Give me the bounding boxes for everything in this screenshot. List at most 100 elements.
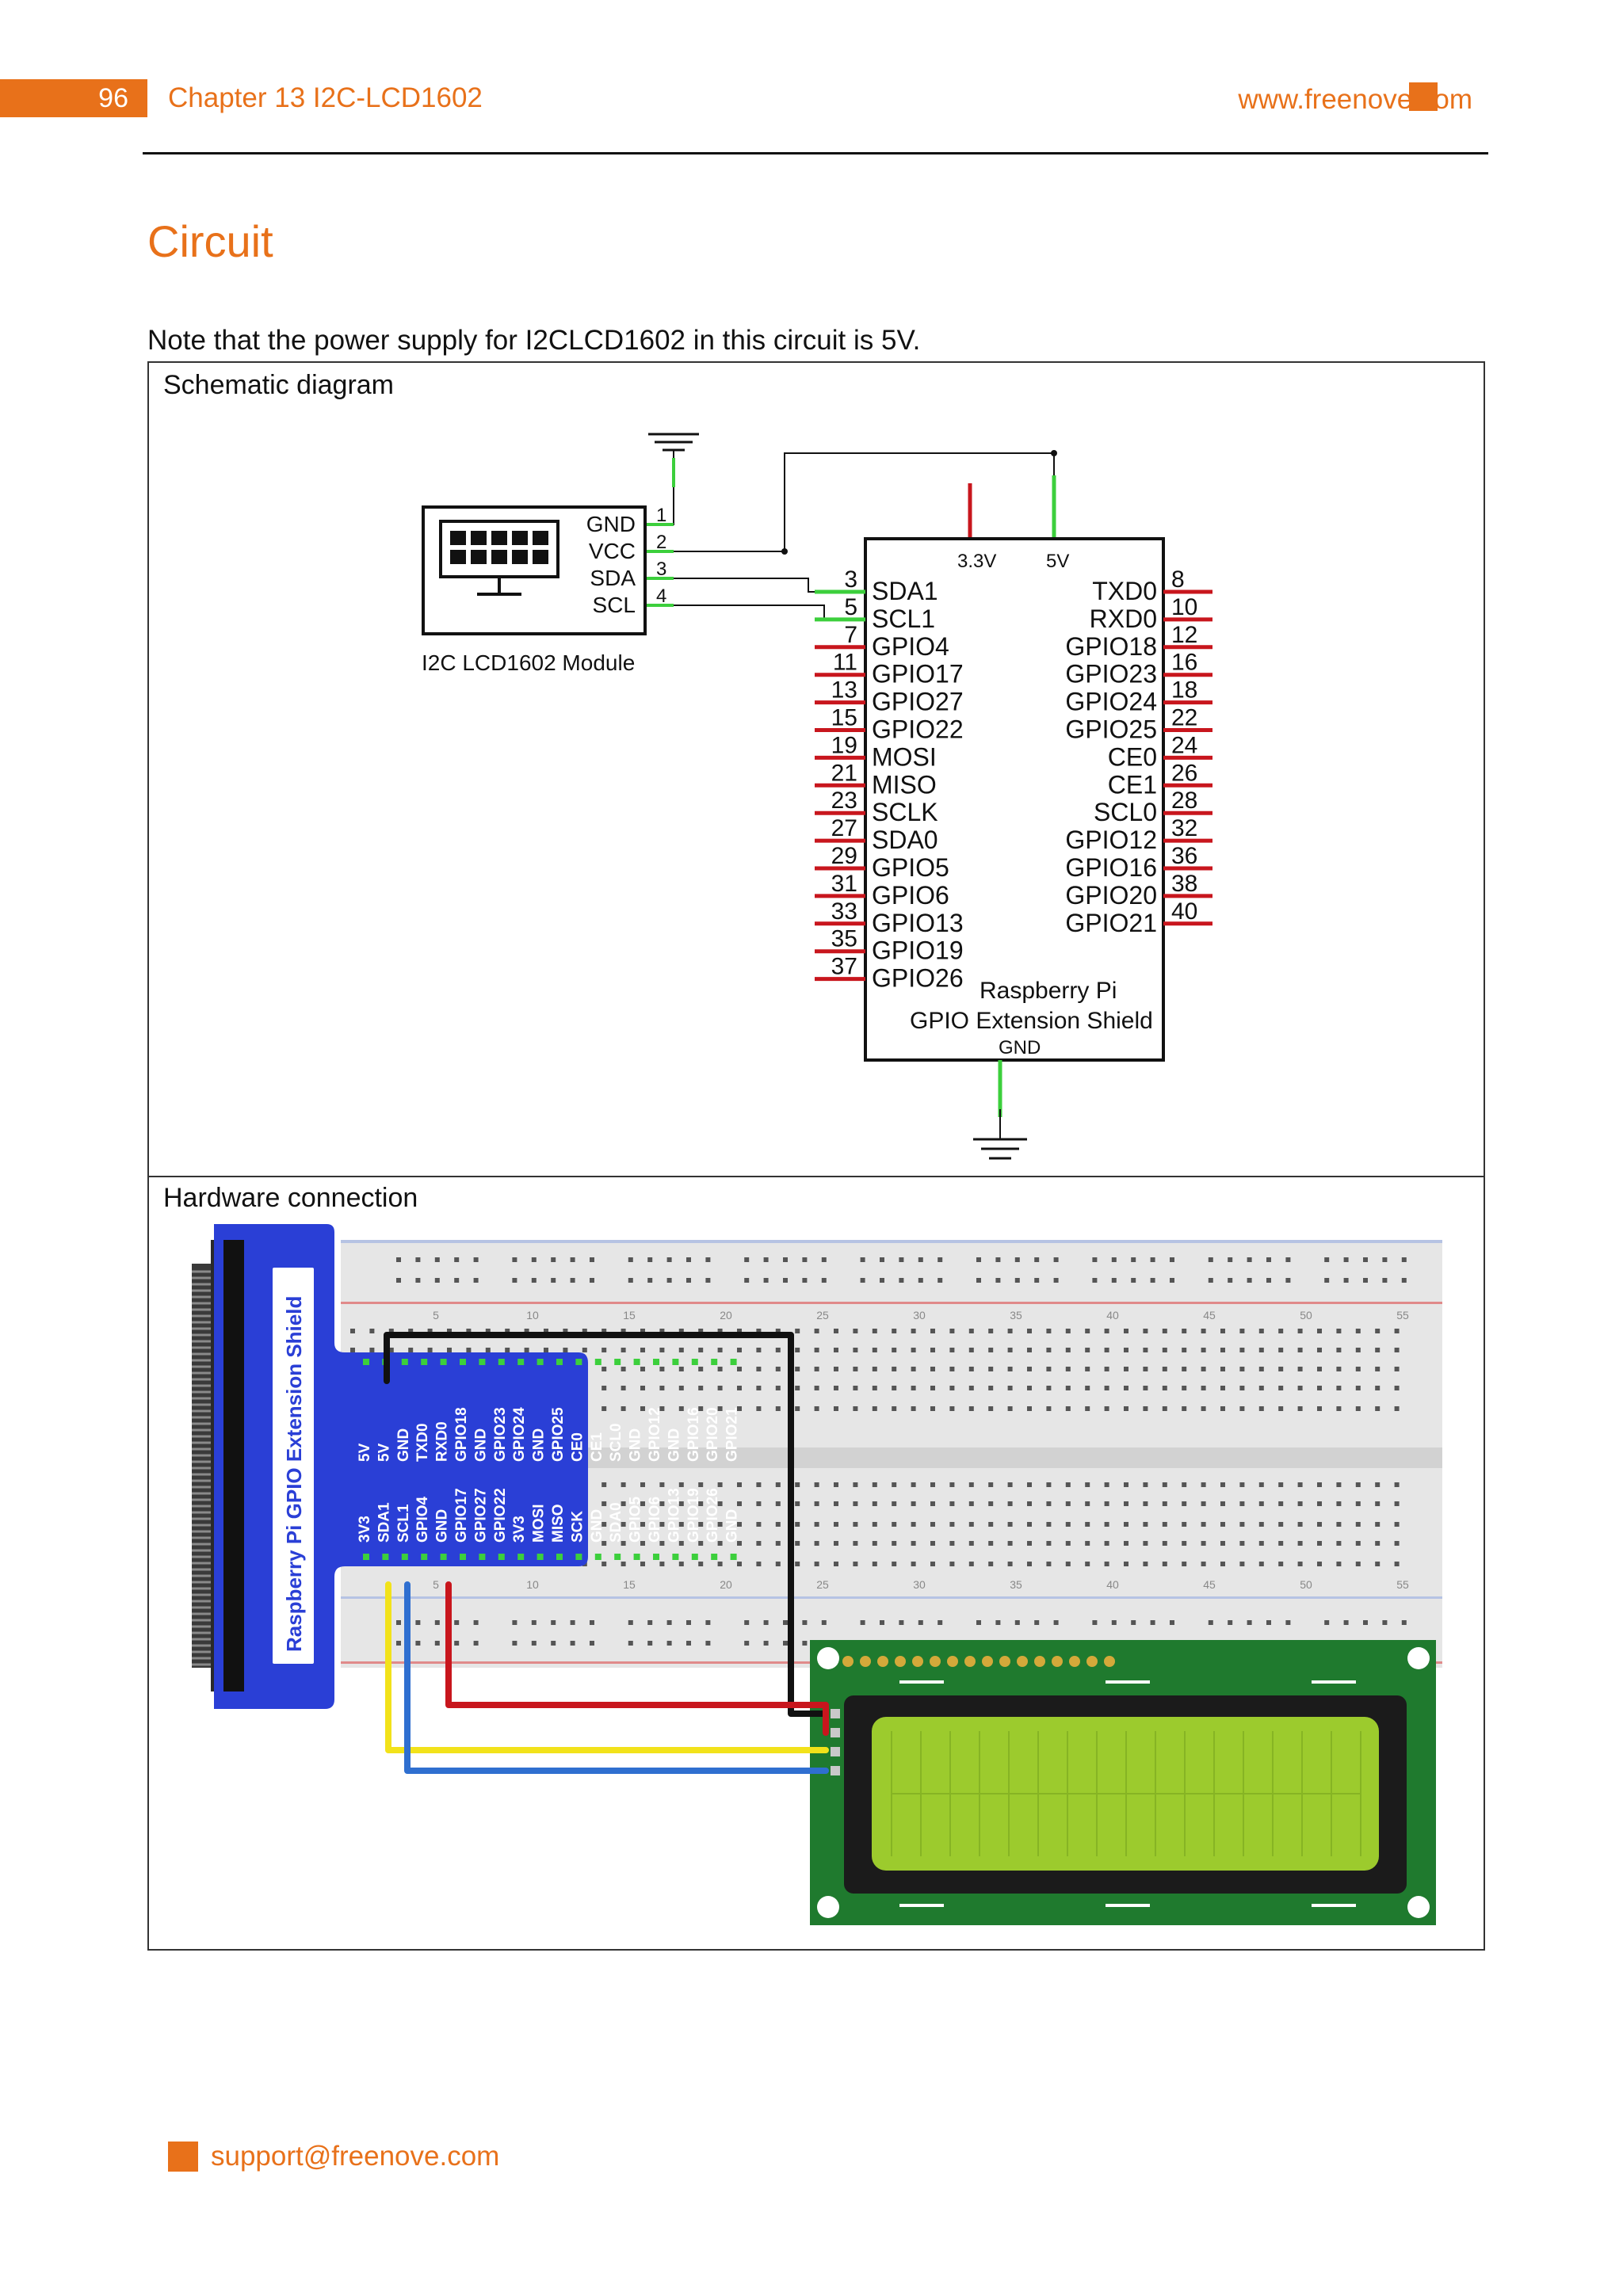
left-pin-number: 5 xyxy=(844,594,857,620)
board-bottom-pin-label: 3V3 xyxy=(357,1516,373,1543)
power-3v3-label: 3.3V xyxy=(957,551,996,572)
column-number: 5 xyxy=(433,1309,439,1322)
board-bottom-pin-label: MISO xyxy=(550,1504,567,1543)
right-pin-number: 12 xyxy=(1171,622,1197,648)
board-bottom-pin-label: SCK xyxy=(569,1511,586,1543)
board-bottom-pin-label: GPIO5 xyxy=(628,1496,644,1543)
left-pin-name: SDA0 xyxy=(872,826,938,854)
wire-yellow xyxy=(385,1581,829,1753)
board-top-pin-label: CE1 xyxy=(589,1432,605,1462)
left-pin-name: SCLK xyxy=(872,798,938,826)
header-divider xyxy=(143,152,1488,154)
support-email-link[interactable]: support@freenove.com xyxy=(211,2141,500,2172)
right-pin-name: GPIO12 xyxy=(1065,826,1157,854)
board-bottom-pin-label: GND xyxy=(589,1509,605,1543)
board-top-pin-label: GPIO21 xyxy=(724,1407,741,1462)
left-pin-name: SDA1 xyxy=(872,577,938,605)
left-pin-name: GPIO22 xyxy=(872,715,964,744)
left-pin-name: GPIO17 xyxy=(872,660,964,688)
board-top-pin-label: TXD0 xyxy=(414,1423,431,1462)
right-pin-name: GPIO23 xyxy=(1065,660,1157,688)
module-pin-name: GND xyxy=(586,512,636,536)
board-bottom-pin-label: SCL1 xyxy=(395,1504,412,1543)
left-pin-name: GPIO19 xyxy=(872,936,964,965)
board-bottom-pin-label: MOSI xyxy=(531,1504,548,1543)
board-top-pin-label: GND xyxy=(666,1428,682,1462)
right-pin-name: GPIO24 xyxy=(1065,688,1157,716)
ground-symbol-top xyxy=(648,433,699,452)
left-pin-name: GPIO26 xyxy=(872,964,964,993)
column-number: 10 xyxy=(526,1309,539,1322)
left-pin-number: 27 xyxy=(831,815,857,841)
board-bottom-pin-label: GPIO6 xyxy=(647,1497,663,1543)
power-note: Note that the power supply for I2CLCD160… xyxy=(147,325,921,356)
board-bottom-pin-label: GPIO26 xyxy=(705,1488,721,1543)
right-pin-name: GPIO18 xyxy=(1065,632,1157,661)
left-pin-number: 23 xyxy=(831,788,857,814)
right-pin-number: 38 xyxy=(1171,871,1197,897)
module-pin-number: 4 xyxy=(656,585,666,607)
left-pin-number: 37 xyxy=(831,954,857,980)
page-number: 96 xyxy=(0,79,147,117)
board-top-pin-label: SCL0 xyxy=(608,1423,624,1462)
column-number: 20 xyxy=(720,1578,732,1591)
board-top-pin-label: GPIO24 xyxy=(511,1407,528,1462)
column-number: 30 xyxy=(913,1309,926,1322)
right-pin-name: TXD0 xyxy=(1092,577,1157,605)
board-top-pin-label: GND xyxy=(531,1428,548,1462)
right-pin-number: 16 xyxy=(1171,650,1197,676)
board-top-pin-label: GPIO23 xyxy=(492,1407,509,1462)
board-bottom-pin-label: SDA1 xyxy=(376,1502,392,1543)
left-pin-number: 15 xyxy=(831,705,857,731)
board-top-pin-label: GND xyxy=(395,1428,412,1462)
power-5v-label: 5V xyxy=(1046,551,1069,572)
column-number: 45 xyxy=(1203,1578,1216,1591)
column-number: 15 xyxy=(623,1309,636,1322)
module-pin-name: SCL xyxy=(593,593,636,617)
lcd1602-module xyxy=(810,1640,1436,1925)
right-pin-name: SCL0 xyxy=(1094,798,1157,826)
left-pin-number: 11 xyxy=(833,650,857,676)
board-top-pin-label: GPIO16 xyxy=(685,1407,702,1462)
module-name: I2C LCD1602 Module xyxy=(422,650,635,675)
board-top-pin-label: RXD0 xyxy=(434,1421,451,1462)
board-top-pin-label: GPIO25 xyxy=(550,1407,567,1462)
hardware-label: Hardware connection xyxy=(163,1183,418,1213)
left-pin-name: GPIO4 xyxy=(872,632,949,661)
right-pin-number: 18 xyxy=(1171,677,1197,704)
right-pin-number: 28 xyxy=(1171,788,1197,814)
left-pin-number: 33 xyxy=(831,898,857,925)
module-pin-number: 1 xyxy=(656,505,666,526)
lcd-i2c-pins xyxy=(831,1709,840,1775)
right-pin-number: 10 xyxy=(1171,594,1197,620)
board-top-pin-label: GND xyxy=(472,1428,489,1462)
board-top-pin-label: GND xyxy=(628,1428,644,1462)
schematic-label: Schematic diagram xyxy=(163,370,395,400)
board-top-pin-label: CE0 xyxy=(569,1432,586,1462)
column-number: 40 xyxy=(1106,1578,1119,1591)
right-pin-number: 36 xyxy=(1171,843,1197,869)
right-pin-number: 22 xyxy=(1171,705,1197,731)
board-title: Raspberry Pi GPIO Extension Shield xyxy=(282,1296,306,1652)
left-pin-number: 3 xyxy=(844,566,857,593)
left-pin-number: 7 xyxy=(844,622,857,648)
board-bottom-pin-label: GPIO27 xyxy=(472,1488,489,1543)
column-number: 55 xyxy=(1396,1578,1409,1591)
right-pin-number: 32 xyxy=(1171,815,1197,841)
circuit-table xyxy=(147,361,1485,1951)
right-pin-name: GPIO21 xyxy=(1065,909,1157,937)
shield-name-line2: GPIO Extension Shield xyxy=(910,1008,1153,1034)
board-bottom-pin-label: 3V3 xyxy=(511,1516,528,1543)
column-number: 35 xyxy=(1010,1309,1022,1322)
board-top-pin-label: GPIO20 xyxy=(705,1407,721,1462)
jumper-wires xyxy=(384,1332,829,1774)
right-pin-name: GPIO16 xyxy=(1065,853,1157,882)
shield-gnd-label: GND xyxy=(999,1037,1041,1058)
left-pin-name: MISO xyxy=(872,770,937,799)
left-pin-name: GPIO13 xyxy=(872,909,964,937)
column-number: 25 xyxy=(816,1578,829,1591)
left-pin-number: 21 xyxy=(831,760,857,786)
left-pin-number: 29 xyxy=(831,843,857,869)
